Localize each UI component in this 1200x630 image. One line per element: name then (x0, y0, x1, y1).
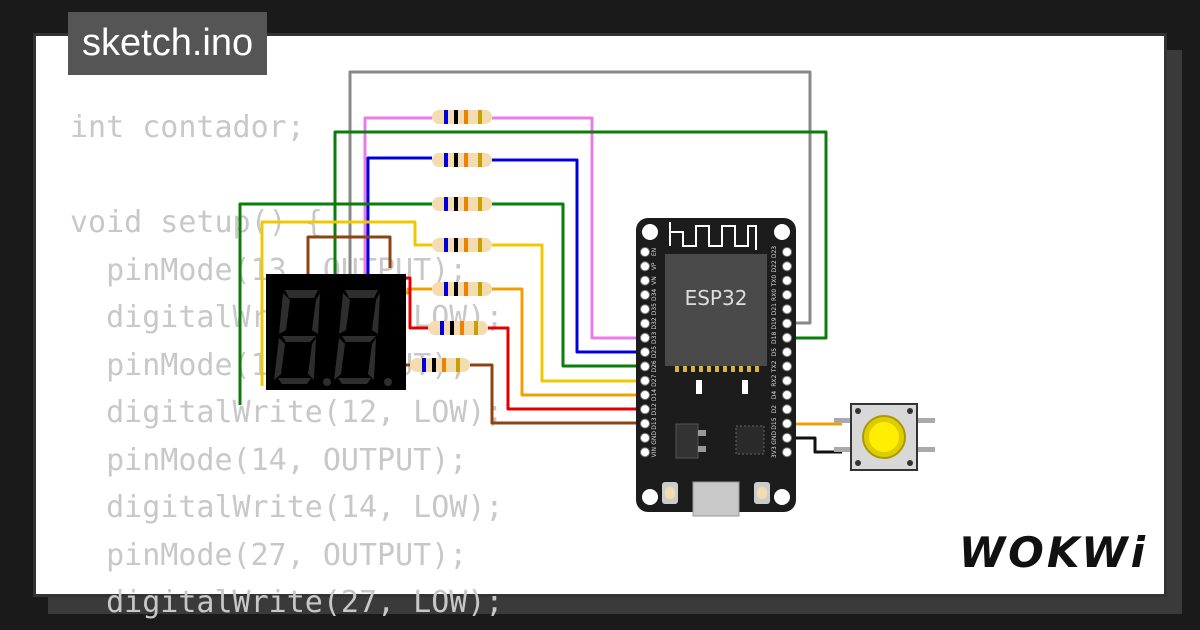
resistor-5 (432, 282, 492, 296)
pin-d32[interactable] (640, 318, 650, 329)
pin-3v3[interactable] (782, 447, 792, 458)
pin-d35[interactable] (640, 304, 650, 315)
pin-label: D23 (771, 246, 778, 258)
pin-label: TX0 (771, 275, 778, 288)
pin-d4[interactable] (782, 390, 792, 400)
pin-label: D2 (771, 405, 778, 414)
chip-label: ESP32 (685, 286, 748, 310)
push-button[interactable] (834, 403, 935, 471)
wire-brown-top (306, 235, 392, 275)
right-pin-header: D23D22TX0RX0D21D19D18D5TX2RX2D4D2D15GND3… (771, 246, 792, 458)
pin-d19[interactable] (782, 318, 792, 329)
pin-d26[interactable] (640, 361, 650, 372)
pin-label: RX0 (771, 289, 778, 301)
pin-label: GND (651, 431, 658, 445)
pin-gnd[interactable] (640, 432, 650, 443)
pin-d13[interactable] (640, 418, 650, 429)
resistors (410, 110, 492, 372)
pin-d34[interactable] (640, 289, 650, 300)
pin-label: D27 (651, 374, 658, 386)
code-line: digitalWrite(12, LOW); (70, 395, 504, 430)
preview-card: int contador;void setup() { pinMode(13, … (33, 33, 1167, 620)
seven-segment-display[interactable] (266, 274, 406, 390)
pin-rx2[interactable] (782, 375, 792, 386)
pin-label: D13 (651, 417, 658, 429)
pin-label: D4 (771, 391, 778, 400)
code-line: pinMode(27, OUTPUT); (70, 537, 468, 573)
pin-d12[interactable] (640, 404, 650, 415)
pin-d22[interactable] (782, 261, 792, 272)
wire-green-mid (238, 202, 645, 405)
pin-d33[interactable] (640, 332, 650, 343)
pin-d21[interactable] (782, 304, 792, 315)
resistor-2 (432, 153, 492, 167)
wire-button-black (792, 436, 842, 454)
resistor-6 (428, 321, 488, 335)
resistor-3 (432, 197, 492, 211)
pin-label: D15 (771, 417, 778, 429)
pin-d14[interactable] (640, 390, 650, 400)
pin-label: D12 (651, 403, 658, 415)
pin-label: D18 (771, 331, 778, 343)
pin-gnd[interactable] (782, 432, 792, 443)
pin-tx2[interactable] (782, 361, 792, 372)
pin-label: 3V3 (771, 446, 778, 458)
pin-label: D32 (651, 317, 658, 329)
pin-d18[interactable] (782, 332, 792, 343)
wire-yellow (260, 220, 645, 386)
wire-gray (348, 70, 812, 325)
pin-label: D22 (771, 260, 778, 272)
pin-label: D19 (771, 317, 778, 329)
pin-rx0[interactable] (782, 289, 792, 300)
pin-label: TX2 (771, 360, 778, 373)
code-line: pinMode(14, OUTPUT); (70, 442, 468, 478)
pin-label: D21 (771, 303, 778, 315)
resistor-4 (432, 238, 492, 252)
pin-d25[interactable] (640, 347, 650, 358)
resistor-7 (410, 358, 470, 372)
pin-d23[interactable] (782, 247, 792, 257)
resistor-1 (432, 110, 492, 124)
pin-vp[interactable] (640, 261, 650, 272)
pin-label: GND (771, 431, 778, 445)
code-line: digitalWrite(27, LOW); (70, 585, 504, 620)
pin-en[interactable] (640, 247, 650, 257)
code-line: digitalWrite(14, LOW); (70, 490, 504, 525)
pin-label: VIN (651, 447, 658, 457)
pin-d2[interactable] (782, 404, 792, 415)
pin-label: D25 (651, 346, 658, 358)
pin-vin[interactable] (640, 447, 650, 458)
pin-d15[interactable] (782, 418, 792, 429)
esp32-board[interactable]: ESP32 ENVPVND34D35D32D33D25D26D27D14D12D… (636, 218, 796, 517)
pin-d27[interactable] (640, 375, 650, 386)
pin-label: D5 (771, 348, 778, 357)
wokwi-logo: WOKWi (958, 528, 1148, 577)
pin-label: D14 (651, 389, 658, 401)
pin-label: EN (651, 248, 658, 256)
pin-d5[interactable] (782, 347, 792, 358)
pin-label: D34 (651, 289, 658, 301)
filename-label: sketch.ino (68, 12, 268, 75)
pin-tx0[interactable] (782, 275, 792, 286)
pin-label: VP (651, 262, 658, 270)
pin-label: D33 (651, 331, 658, 343)
pin-label: RX2 (771, 374, 778, 386)
code-line: int contador; (70, 110, 305, 145)
pin-vn[interactable] (640, 275, 650, 286)
wire-blue (366, 156, 645, 354)
pin-label: D35 (651, 303, 658, 315)
pin-label: D26 (651, 360, 658, 372)
pin-label: VN (651, 276, 658, 285)
wire-green-top (333, 130, 828, 340)
